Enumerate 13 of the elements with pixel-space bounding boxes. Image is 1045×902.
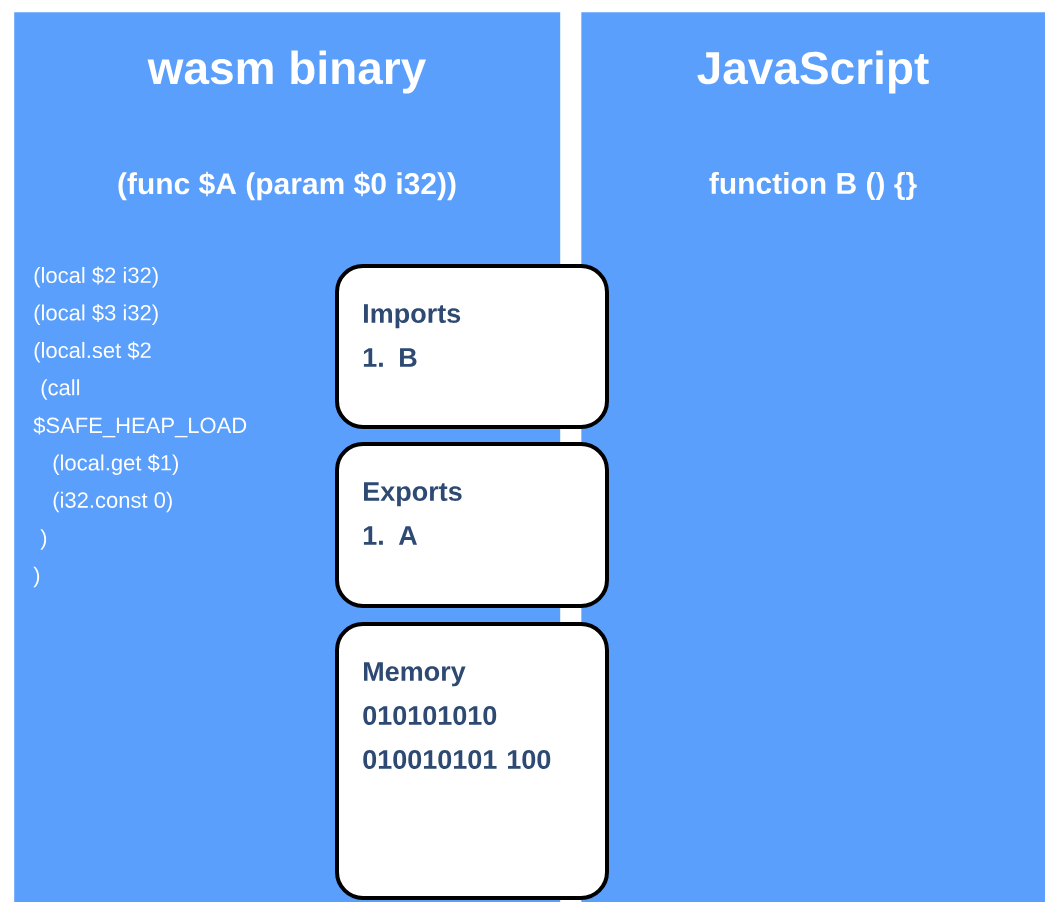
text-box: Imports 1. B <box>335 264 609 429</box>
panel: JavaScript function B () {} <box>581 12 1045 902</box>
code-line: (call <box>41 379 80 400</box>
text-box: Exports 1. A <box>335 442 609 608</box>
code-line: (i32.const 0) <box>53 491 172 513</box>
code-line: (local.set $2 <box>34 341 151 363</box>
code-line: (local $2 i32) <box>34 266 158 288</box>
code-line: ) <box>33 566 40 588</box>
code-line: (local.get $1) <box>53 454 178 475</box>
code-line: (local $3 i32) <box>34 304 158 325</box>
text-box: Memory 010101010 010010101 100 <box>335 622 609 900</box>
code-line: ) <box>40 529 47 550</box>
code-line: $SAFE_HEAP_LOAD <box>33 416 247 438</box>
